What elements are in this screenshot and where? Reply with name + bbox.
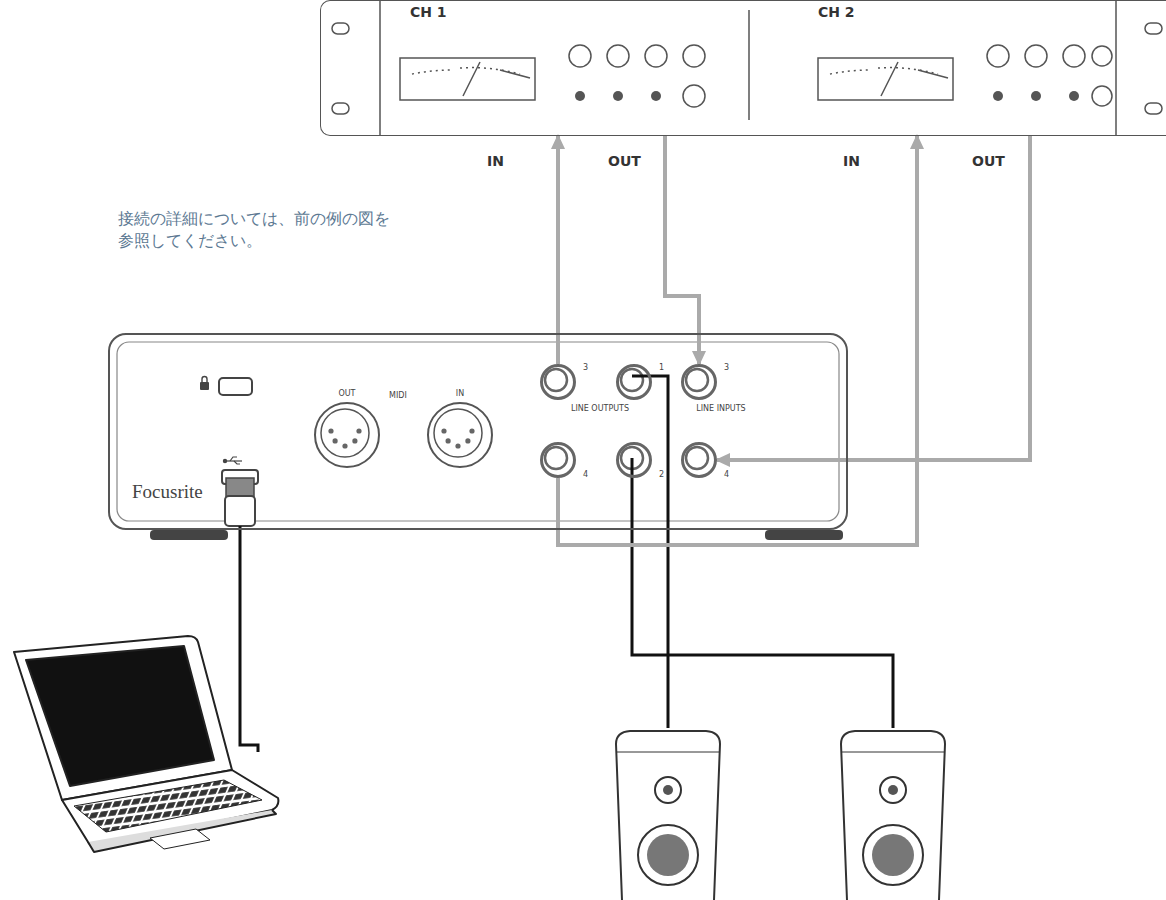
- note-text: 接続の詳細については、前の例の図を参照してください。: [118, 208, 403, 253]
- midi-port: OUT: [314, 402, 380, 468]
- din-pin: [328, 428, 333, 433]
- usb-symbol: [223, 457, 242, 464]
- node-text: 2: [659, 470, 664, 479]
- din-pin: [446, 438, 451, 443]
- node-text: 4: [583, 470, 588, 479]
- midi-socket-detail: [321, 409, 482, 457]
- node-text: OUT: [314, 389, 380, 398]
- panel-label: LINE INPUTS: [691, 404, 751, 413]
- jack-socket: 1: [616, 364, 652, 400]
- audio-cable: [665, 136, 699, 364]
- node-text: 4: [724, 470, 729, 479]
- din-pin: [333, 438, 338, 443]
- din-pin: [441, 428, 446, 433]
- node-text: Focusrite: [132, 481, 203, 503]
- interface-inner-outline: [117, 342, 839, 521]
- port-label: IN: [487, 153, 504, 169]
- jack-socket: 3: [681, 364, 717, 400]
- speaker: [616, 731, 720, 900]
- audio-interface: FocusriteOUTIN313424: [108, 333, 848, 530]
- node-text: 1: [659, 363, 664, 372]
- usb-cable: [240, 526, 258, 752]
- usb-port: [222, 470, 258, 526]
- din-pin: [455, 443, 460, 448]
- rack-led: [575, 91, 1079, 101]
- din-pin: [342, 443, 347, 448]
- jack-socket: 4: [681, 442, 717, 478]
- speaker-cable: [632, 458, 893, 728]
- rack-unit-detail: [332, 0, 1162, 136]
- interface-foot: [765, 530, 843, 540]
- midi-label: MIDI: [389, 391, 407, 400]
- audio-cable: [556, 136, 560, 364]
- lock-slot: [200, 377, 252, 396]
- audio-cable: [717, 136, 1030, 460]
- rack-unit: CH 1 CH 2: [320, 0, 1166, 136]
- node-text: 3: [583, 363, 588, 372]
- port-label: IN: [843, 153, 860, 169]
- panel-label: LINE OUTPUTS: [560, 404, 640, 413]
- din-pin: [356, 428, 361, 433]
- laptop: [14, 636, 278, 852]
- jack-socket: 3: [540, 364, 576, 400]
- node-text: IN: [427, 389, 493, 398]
- node-text: 3: [724, 363, 729, 372]
- din-pin: [469, 428, 474, 433]
- interface-foot: [150, 530, 228, 540]
- port-label: OUT: [608, 153, 641, 169]
- din-pin: [465, 438, 470, 443]
- node-text: CH 2: [818, 4, 855, 20]
- jack-socket: 2: [616, 442, 652, 478]
- midi-port: IN: [427, 402, 493, 468]
- din-pin: [352, 438, 357, 443]
- node-text: CH 1: [410, 4, 447, 20]
- din-pins: [328, 428, 474, 448]
- port-label: OUT: [972, 153, 1005, 169]
- speaker-cable: [632, 376, 668, 728]
- audio-cable: [558, 136, 917, 545]
- speaker: [841, 731, 945, 900]
- jack-socket: 4: [540, 442, 576, 478]
